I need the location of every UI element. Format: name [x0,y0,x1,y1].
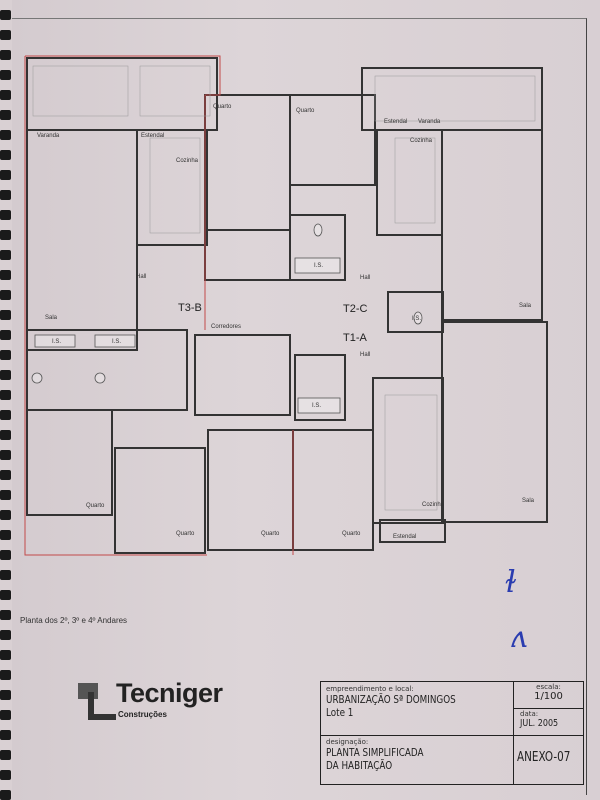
binding-ring [0,670,11,680]
title-block: empreendimento e local: URBANIZAÇÃO Sª D… [320,681,584,785]
binding-ring [0,190,11,200]
scale-label: escala: [536,683,561,691]
room-label: Quarto [213,104,232,110]
room-label: Estendal [384,119,407,125]
plan-caption: Planta dos 2º, 3º e 4º Andares [20,616,128,625]
room-labels: Varanda Estendal Cozinha Quarto Quarto E… [37,104,535,540]
room-label: Cozinha [410,138,433,144]
binding-ring [0,50,11,60]
binding-ring [0,550,11,560]
logo-mark [88,692,116,720]
room-label: Estendal [393,534,416,540]
binding-ring [0,570,11,580]
floor-tiles [32,65,536,511]
binding-ring [0,490,11,500]
binding-ring [0,390,11,400]
room-label: Quarto [296,108,315,114]
binding-ring [0,430,11,440]
room-label: Quarto [176,531,195,537]
binding-ring [0,750,11,760]
unit-label-t3b: T3-B [178,302,202,314]
binding-ring [0,130,11,140]
room-label: Cozinha [176,158,199,164]
room-label: I.S. [412,316,421,322]
binding-ring [0,310,11,320]
binding-ring [0,10,11,20]
project-lot: Lote 1 [326,706,354,719]
binding-ring [0,290,11,300]
binding-ring [0,630,11,640]
room-label: Sala [519,303,532,309]
room-label: I.S. [52,339,61,345]
room-label: I.S. [314,263,323,269]
top-left-balcony [26,57,218,131]
handwritten-initial: ɫ [505,565,517,600]
room-label: Hall [136,274,146,280]
project-label: empreendimento e local: [326,685,414,693]
room-label: Quarto [261,531,280,537]
room-label: I.S. [312,403,321,409]
binding-ring [0,590,11,600]
binding-ring [0,690,11,700]
room-label: Varanda [418,119,441,125]
room-label: Sala [522,498,535,504]
binding-ring [0,370,11,380]
fixtures [31,223,423,414]
drawing-frame [12,18,587,795]
binding-ring [0,790,11,800]
binding-ring [0,250,11,260]
room-label: Cozinha [422,502,445,508]
binding-ring [0,30,11,40]
binding-ring [0,150,11,160]
binding-ring [0,330,11,340]
room-label: Varanda [37,133,60,139]
room-label: Corredores [211,324,241,330]
scale-value: 1/100 [534,691,563,702]
room-label: Hall [360,352,370,358]
binding-ring [0,110,11,120]
room-label: I.S. [112,339,121,345]
designation-line: PLANTA SIMPLIFICADA [326,746,424,759]
unit-label-t1a: T1-A [343,332,368,344]
binding-ring [0,90,11,100]
room-label: Estendal [141,133,164,139]
walls [26,57,548,554]
binding-ring [0,210,11,220]
binding-ring [0,730,11,740]
project-name: URBANIZAÇÃO Sª DOMINGOS [326,693,456,706]
binding-ring [0,650,11,660]
handwritten-initial: ʌ [510,620,527,655]
room-label: Sala [45,315,58,321]
binding-ring [0,350,11,360]
unit-boundary-lines [24,55,294,556]
binding-ring [0,450,11,460]
binding-ring [0,410,11,420]
binding-ring [0,770,11,780]
annex-number: ANEXO-07 [517,750,571,765]
binding-ring [0,470,11,480]
unit-label-t2c: T2-C [343,303,368,315]
designation-label: designação: [326,738,369,746]
designation-line: DA HABITAÇÃO [326,759,393,772]
binding-ring [0,530,11,540]
spiral-binding [0,0,12,800]
unit-labels: T3-B T2-C T1-A [178,302,368,344]
room-label: Quarto [86,503,105,509]
binding-ring [0,170,11,180]
room-label: Hall [360,275,370,281]
date-label: data: [520,710,539,718]
logo-name: Tecniger [116,678,223,708]
binding-ring [0,70,11,80]
date-value: JUL. 2005 [520,718,559,729]
logo-subtitle: Construções [118,710,167,719]
drawing-sheet [12,0,600,800]
binding-ring [0,510,11,520]
binding-ring [0,710,11,720]
binding-ring [0,270,11,280]
binding-ring [0,610,11,620]
room-label: Quarto [342,531,361,537]
binding-ring [0,230,11,240]
